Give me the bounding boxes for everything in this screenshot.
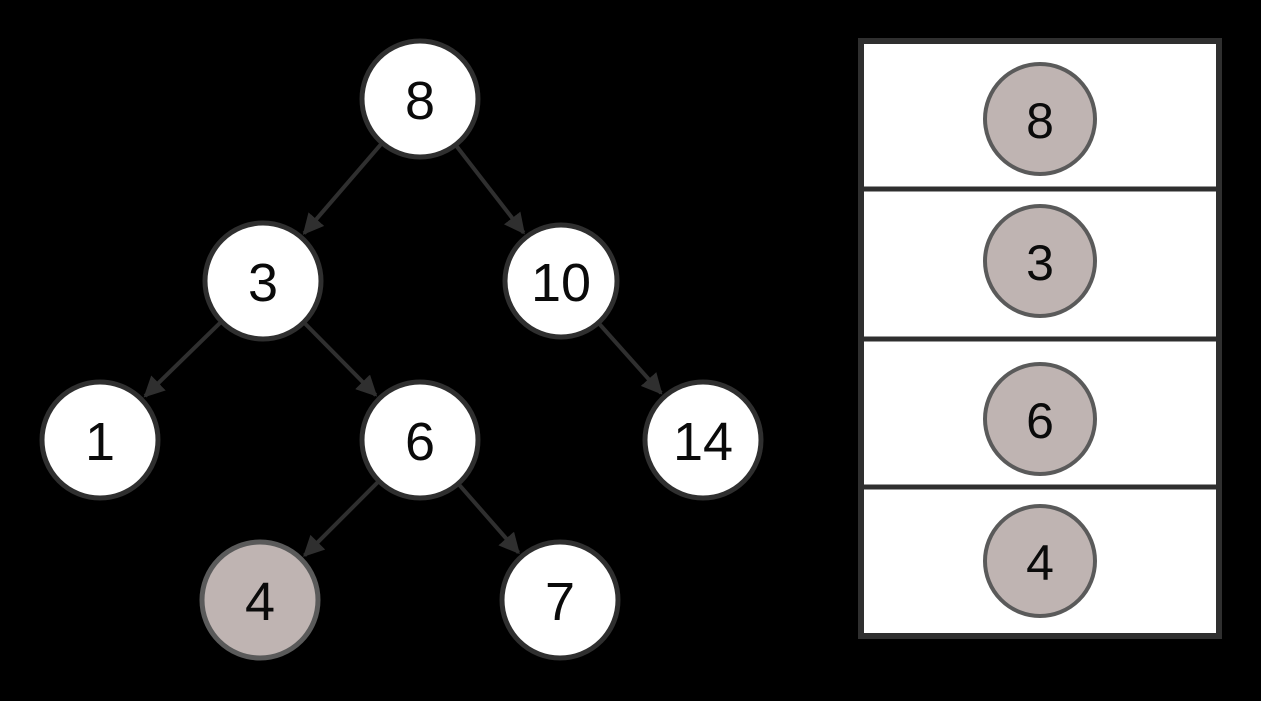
edge-8-3 <box>302 142 383 235</box>
tree-nodes: 83 10 1 6 14 4 7 <box>39 38 764 661</box>
stack-item-circle <box>983 204 1097 318</box>
edge-6-7 <box>457 483 521 555</box>
stack-item-4[interactable]: 4 <box>983 504 1097 618</box>
tree-node-circle <box>359 379 481 501</box>
tree-node-7[interactable]: 7 <box>499 539 621 661</box>
stack-item-circle <box>983 62 1097 176</box>
tree-node-4[interactable]: 4 <box>199 539 321 661</box>
edge-8-10 <box>454 144 526 235</box>
edge-3-6 <box>303 321 378 397</box>
stack-item-circle <box>983 362 1097 476</box>
tree-edges <box>143 142 663 557</box>
stack-panel: 8 3 6 4 <box>858 38 1222 639</box>
edge-3-1 <box>143 320 223 398</box>
stack-item-circle <box>983 504 1097 618</box>
tree-node-circle <box>199 539 321 661</box>
tree-node-3[interactable]: 3 <box>202 220 324 342</box>
tree-node-8[interactable]: 8 <box>359 38 481 160</box>
edge-6-4 <box>303 480 380 557</box>
tree-node-circle <box>502 222 620 340</box>
tree-node-circle <box>499 539 621 661</box>
tree-node-6[interactable]: 6 <box>359 379 481 501</box>
tree-node-circle <box>202 220 324 342</box>
stack-item-3[interactable]: 3 <box>983 204 1097 318</box>
stack-item-8[interactable]: 8 <box>983 62 1097 176</box>
tree-node-circle <box>39 379 161 501</box>
stack-item-6[interactable]: 6 <box>983 362 1097 476</box>
tree-node-1[interactable]: 1 <box>39 379 161 501</box>
edge-10-14 <box>597 322 663 395</box>
tree-node-circle <box>642 379 764 501</box>
tree-node-10[interactable]: 10 <box>502 222 620 340</box>
tree-node-14[interactable]: 14 <box>642 379 764 501</box>
tree-node-circle <box>359 38 481 160</box>
